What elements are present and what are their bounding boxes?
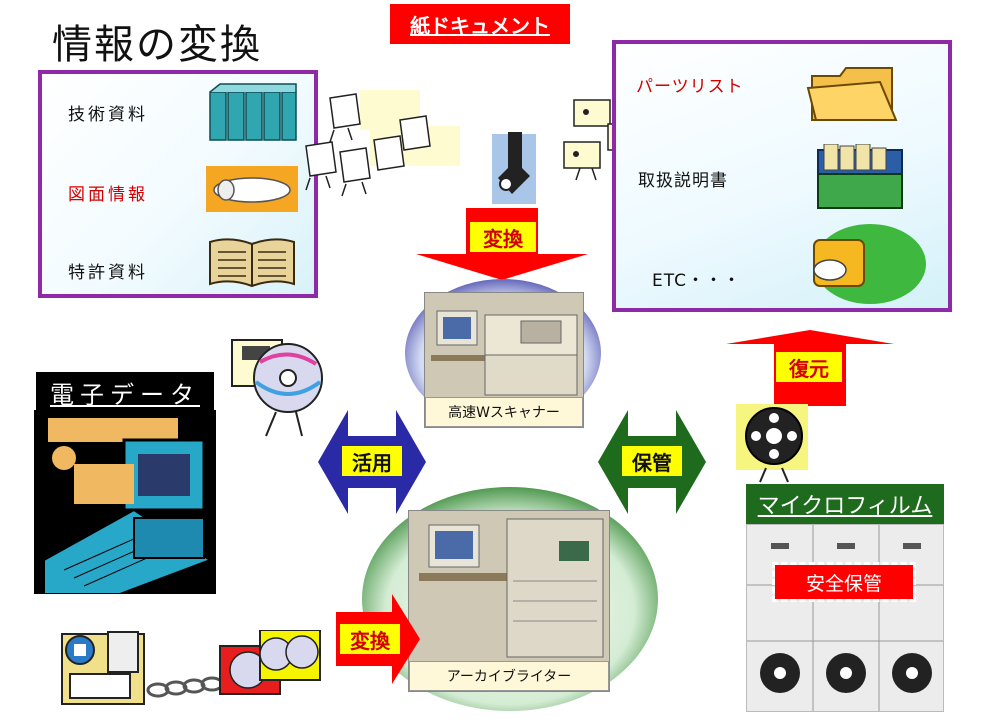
writer-photo: アーカイブライター [408,510,610,692]
electronic-data-title: 電子データ [36,372,214,412]
technical-docs-label: 技術資料 [68,105,148,125]
open-folder-icon [806,67,898,121]
writer-caption: アーカイブライター [409,661,609,691]
convert-bottom-label: 変換 [340,624,400,654]
page-title: 情報の変換 [52,22,262,68]
archive-writer-machine-icon [409,511,609,661]
rolled-drawing-icon [206,166,298,212]
paper-document-banner: 紙ドキュメント [390,4,570,44]
safe-storage-label: 安全保管 [772,562,916,602]
parts-list-label: パーツリスト [636,77,744,97]
walking-papers-icon [305,90,460,197]
computer-illustration-icon [34,410,216,594]
drawing-info-label: 図面情報 [68,185,148,205]
file-drawer-icon [817,144,903,209]
convert-top-label: 変換 [470,222,536,252]
restore-label: 復元 [776,352,842,382]
scanner-character-icon [492,132,536,204]
film-reel-character-icon [736,404,808,483]
binders-icon [209,83,297,141]
right-document-panel: パーツリスト 取扱説明書 ETC・・・ [612,40,952,312]
microfilm-title: マイクロフィルム [746,484,944,524]
open-book-icon [209,238,295,288]
etc-label: ETC・・・ [652,271,741,291]
scanner-machine-icon [425,293,583,397]
patent-docs-label: 特許資料 [68,263,148,283]
tape-disk-icon [813,224,926,304]
utilize-label: 活用 [342,446,402,476]
cabinet-drawers-icon [747,525,943,711]
manual-label: 取扱説明書 [638,171,728,191]
left-document-panel: 技術資料 図面情報 特許資料 [38,70,318,298]
cd-floppy-character-icon [231,339,323,437]
microfilm-cabinet: 安全保管 [746,524,944,712]
scanner-photo: 高速Wスキャナー [424,292,584,428]
scanner-caption: 高速Wスキャナー [425,397,583,427]
store-label: 保管 [622,446,682,476]
media-chain-icon [61,630,321,705]
